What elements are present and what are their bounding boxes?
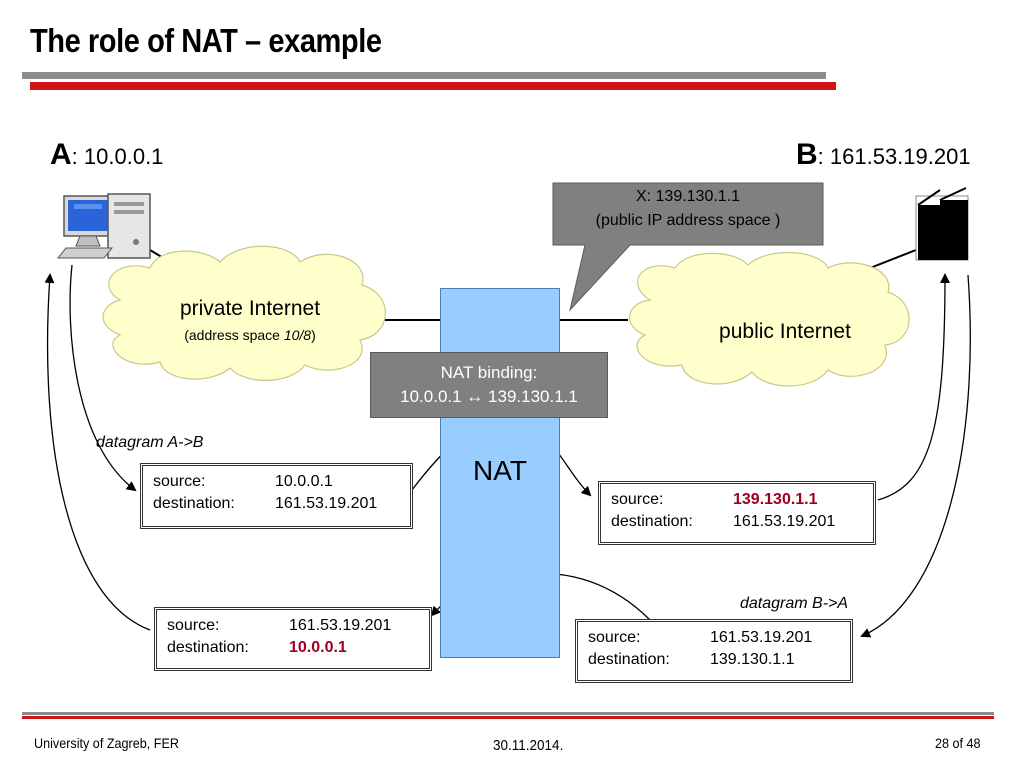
host-a-letter: A xyxy=(50,138,72,171)
translated-destination-address: 10.0.0.1 xyxy=(289,639,347,656)
footer-institution: University of Zagreb, FER xyxy=(34,735,179,751)
footer-page-number: 28 of 48 xyxy=(935,735,981,751)
private-address-space: (address space 10/8) xyxy=(140,327,360,343)
private-address-suffix: ) xyxy=(311,327,316,343)
host-b-letter: B xyxy=(796,138,818,171)
private-internet-cloud xyxy=(102,245,386,381)
desktop-computer-icon xyxy=(56,193,151,259)
datagram-box-nat-to-b: source: 139.130.1.1 destination: 161.53.19… xyxy=(598,481,876,545)
datagram-source-row: source: 139.130.1.1 xyxy=(611,489,863,511)
source-label: source: xyxy=(167,617,220,634)
nat-label: NAT xyxy=(473,455,527,486)
datagram-box-a-to-nat: source: 10.0.0.1 destination: 161.53.19.20… xyxy=(140,463,413,529)
host-a-address: : 10.0.0.1 xyxy=(71,144,164,169)
datagram-destination-row: destination: 161.53.19.201 xyxy=(153,493,400,515)
private-address-prefix: (address space xyxy=(184,327,284,343)
arrow-a-to-datagram xyxy=(69,264,137,492)
destination-address: 161.53.19.201 xyxy=(275,495,378,512)
datagram-destination-row: destination: 10.0.0.1 xyxy=(167,637,419,659)
nat-binding-box: NAT binding: 10.0.0.1 ↔ 139.130.1.1 xyxy=(370,352,608,418)
source-label: source: xyxy=(588,629,641,646)
host-b-address: : 161.53.19.201 xyxy=(817,144,971,169)
datagram-source-row: source: 161.53.19.201 xyxy=(167,615,419,637)
public-internet-title: public Internet xyxy=(719,320,851,343)
datagram-destination-row: destination: 161.53.19.201 xyxy=(611,511,863,533)
destination-label: destination: xyxy=(167,639,249,656)
server-icon xyxy=(915,187,969,261)
datagram-a-to-b-label: datagram A->B xyxy=(96,434,204,451)
callout-line-2: (public IP address space ) xyxy=(595,212,781,229)
public-internet-cloud xyxy=(628,252,910,387)
datagram-box-nat-to-a: source: 161.53.19.201 destination: 10.0.0.… xyxy=(154,607,432,671)
destination-label: destination: xyxy=(153,495,235,512)
private-internet-title: private Internet xyxy=(179,297,321,320)
slide-title: The role of NAT – example xyxy=(30,22,382,59)
title-underline-red xyxy=(30,82,836,90)
source-address: 10.0.0.1 xyxy=(275,473,333,490)
arrow-datagram-to-b xyxy=(877,273,950,501)
footer-line-red xyxy=(22,716,994,719)
datagram-source-row: source: 10.0.0.1 xyxy=(153,471,400,493)
nat-column xyxy=(440,288,560,658)
title-underline-gray xyxy=(22,72,826,79)
destination-label: destination: xyxy=(588,651,670,668)
destination-label: destination: xyxy=(611,513,693,530)
private-internet-text: private Internet (address space 10/8) xyxy=(140,297,360,343)
datagram-b-to-a-label: datagram B->A xyxy=(740,595,849,612)
source-label: source: xyxy=(153,473,206,490)
destination-address: 161.53.19.201 xyxy=(733,513,836,530)
source-address: 161.53.19.201 xyxy=(710,629,813,646)
footer-line-gray xyxy=(22,712,994,715)
host-b-label: B: 161.53.19.201 xyxy=(796,138,971,172)
callout-line-1: X: 139.130.1.1 xyxy=(635,188,741,205)
arrow-datagram-to-a xyxy=(44,273,151,631)
datagram-destination-row: destination: 139.130.1.1 xyxy=(588,649,840,671)
public-ip-callout xyxy=(552,182,824,312)
source-address: 161.53.19.201 xyxy=(289,617,392,634)
datagram-source-row: source: 161.53.19.201 xyxy=(588,627,840,649)
datagram-box-b-to-nat: source: 161.53.19.201 destination: 139.130… xyxy=(575,619,853,683)
host-a-label: A: 10.0.0.1 xyxy=(50,138,163,172)
translated-source-address: 139.130.1.1 xyxy=(733,491,818,508)
destination-address: 139.130.1.1 xyxy=(710,651,795,668)
nat-binding-mapping: 10.0.0.1 ↔ 139.130.1.1 xyxy=(400,387,578,406)
private-address-range: 10/8 xyxy=(283,327,312,343)
link-cloud-b xyxy=(869,249,917,269)
footer-date: 30.11.2014. xyxy=(493,737,564,754)
nat-binding-title: NAT binding: xyxy=(440,363,538,382)
public-ip-callout-text: X: 139.130.1.1 (public IP address space … xyxy=(553,185,823,233)
source-label: source: xyxy=(611,491,664,508)
arrow-b-to-datagram xyxy=(860,274,971,638)
